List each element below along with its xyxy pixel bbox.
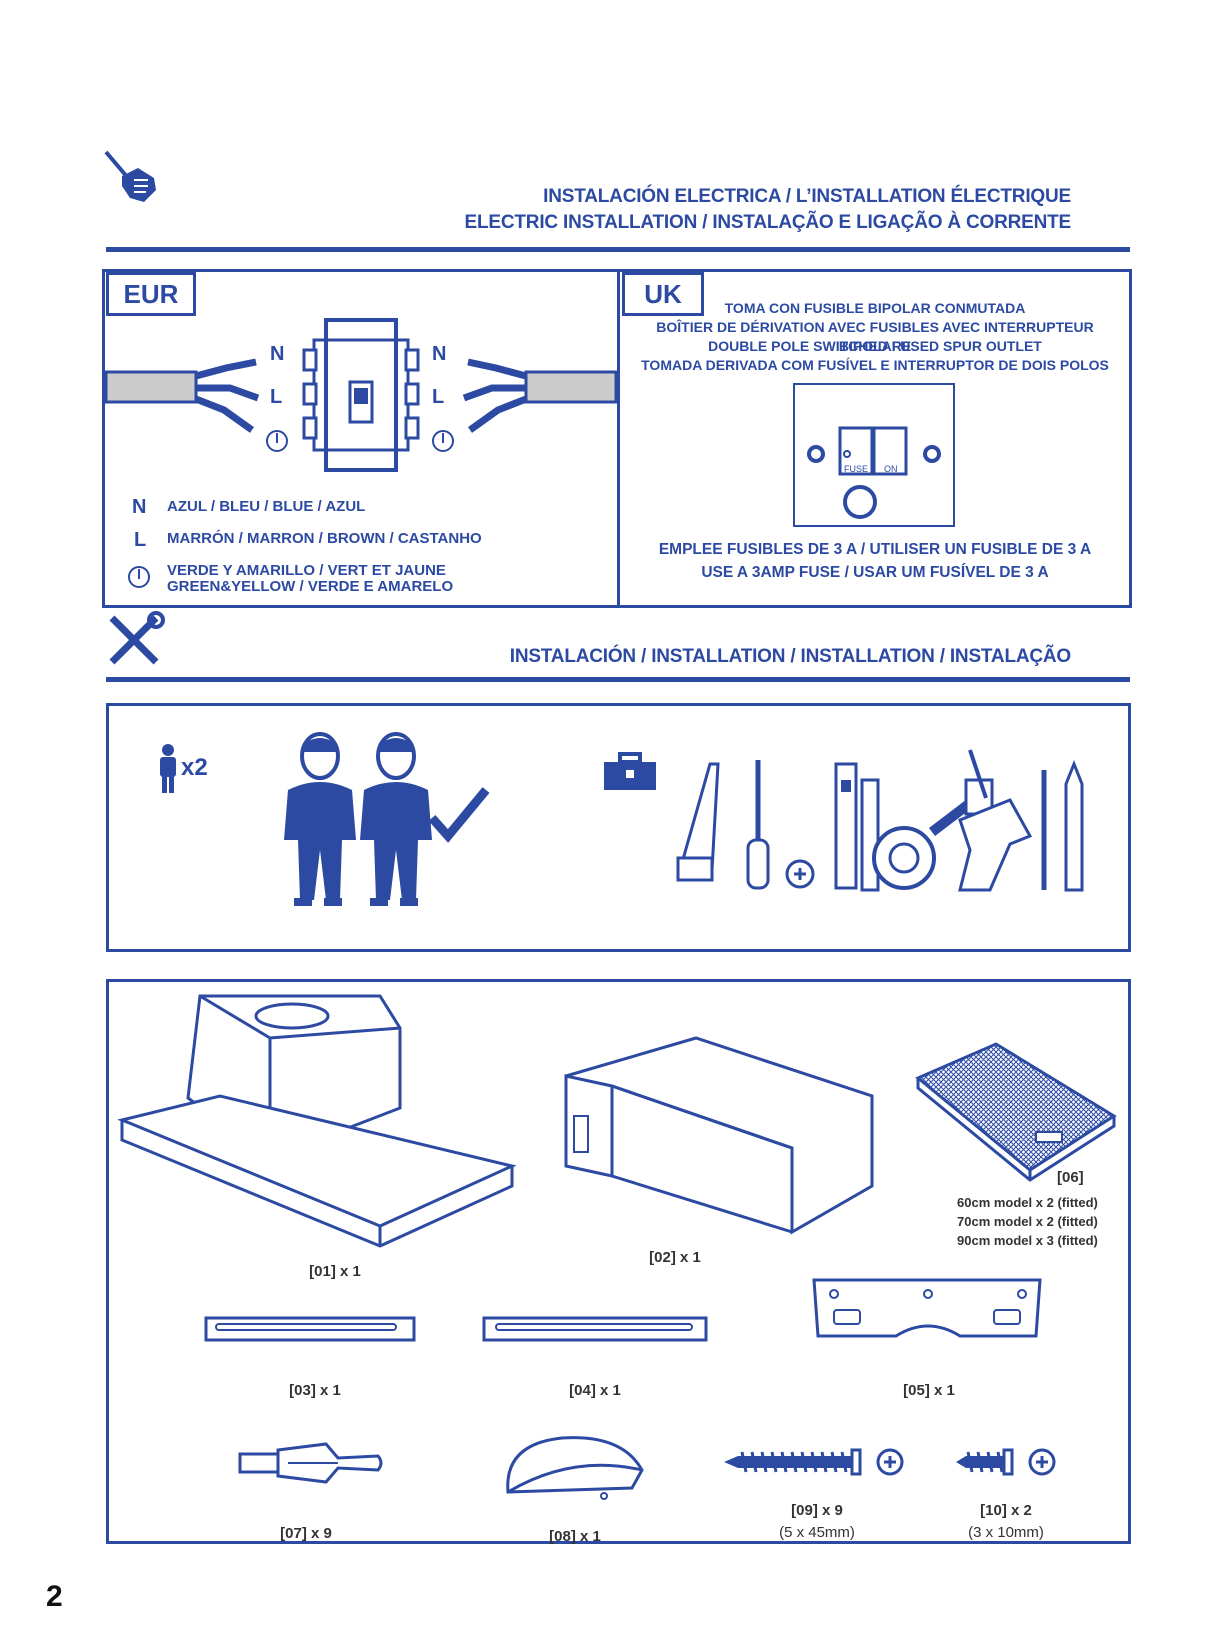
legend-n-key: N (132, 496, 147, 518)
screw-long-illustration (724, 1448, 904, 1476)
legend-earth-text2: GREEN&YELLOW / VERDE E AMARELO (167, 578, 454, 595)
eur-left-n-label: N (270, 343, 285, 365)
eur-wiring-diagram (104, 318, 618, 472)
uk-line-2: BOÎTIER DE DÉRIVATION AVEC FUSIBLES AVEC… (656, 319, 1094, 354)
uk-line-4: TOMADA DERIVADA COM FUSÍVEL E INTERRUPTO… (641, 357, 1109, 373)
wall-bracket-illustration (812, 1278, 1042, 1338)
part-04-label: [04] x 1 (569, 1382, 621, 1399)
parts-box (106, 979, 1131, 1544)
eur-right-n-label: N (432, 343, 447, 365)
screw-short-illustration (956, 1448, 1056, 1476)
two-persons-illustration (284, 732, 432, 906)
earth-icon (128, 566, 150, 588)
electric-rule (106, 247, 1130, 252)
part-07-label: [07] x 9 (280, 1525, 332, 1542)
part-09-label: [09] x 9 (791, 1502, 843, 1519)
cover-cap-illustration (506, 1436, 644, 1500)
part-09-size: (5 x 45mm) (779, 1524, 855, 1541)
installation-title: INSTALACIÓN / INSTALLATION / INSTALLATIO… (509, 646, 1071, 667)
fused-spur-outlet-icon (793, 383, 955, 527)
persons-count: x2 (181, 754, 208, 781)
eur-tag: EUR (106, 272, 196, 316)
grease-filter-illustration (915, 1042, 1117, 1182)
part-06-note-70: 70cm model x 2 (fitted) (957, 1214, 1098, 1229)
person-icon (160, 744, 176, 793)
part-10-label: [10] x 2 (980, 1502, 1032, 1519)
part-10-size: (3 x 10mm) (968, 1524, 1044, 1541)
requirements-box (106, 703, 1131, 952)
uk-tag: UK (622, 272, 704, 316)
part-06-label: [06] (1057, 1169, 1084, 1186)
tools-icon (109, 611, 165, 665)
eur-left-l-label: L (270, 386, 283, 408)
legend-earth-text1: VERDE Y AMARILLO / VERT ET JAUNE (167, 562, 446, 579)
uk-fuse-line1: EMPLEE FUSIBLES DE 3 A / UTILISER UN FUS… (658, 541, 1092, 558)
bracket-04-illustration (482, 1316, 708, 1342)
part-08-label: [08] x 1 (549, 1528, 601, 1545)
installation-rule (106, 677, 1130, 682)
part-05-label: [05] x 1 (903, 1382, 955, 1399)
legend-l-text: MARRÓN / MARRON / BROWN / CASTANHO (167, 530, 482, 547)
chimney-cover-illustration (564, 1036, 874, 1235)
page-number: 2 (46, 1580, 63, 1613)
hand-screwdriver-icon (104, 150, 156, 202)
legend-n-text: AZUL / BLEU / BLUE / AZUL (167, 498, 366, 515)
switch-on-label: ON (884, 464, 898, 474)
hood-body-illustration (117, 994, 517, 1248)
bracket-03-illustration (204, 1316, 416, 1342)
toolbox-icon (604, 752, 656, 790)
part-06-note-90: 90cm model x 3 (fitted) (957, 1233, 1098, 1248)
part-03-label: [03] x 1 (289, 1382, 341, 1399)
uk-fuse-line2: USE A 3AMP FUSE / USAR UM FUSÍVEL DE 3 A (701, 564, 1049, 581)
part-02-label: [02] x 1 (649, 1249, 701, 1266)
eur-right-l-label: L (432, 386, 445, 408)
electric-divider (617, 269, 620, 608)
switch-fuse-label: FUSE (844, 464, 869, 474)
uk-line-1: TOMA CON FUSIBLE BIPOLAR CONMUTADA (724, 300, 1026, 316)
checkmark-icon (428, 787, 490, 843)
legend-l-key: L (134, 529, 147, 551)
part-06-note-60: 60cm model x 2 (fitted) (957, 1195, 1098, 1210)
wall-plug-illustration (238, 1442, 383, 1484)
electric-title-line2: ELECTRIC INSTALLATION / INSTALAÇÃO E LIG… (464, 212, 1072, 233)
uk-line-3: DOUBLE POLE SWITCHED FUSED SPUR OUTLET (708, 338, 1042, 354)
tools-illustration (676, 749, 1084, 892)
electric-title-line1: INSTALACIÓN ELECTRICA / L’INSTALLATION É… (543, 186, 1071, 207)
part-01-label: [01] x 1 (309, 1263, 361, 1280)
